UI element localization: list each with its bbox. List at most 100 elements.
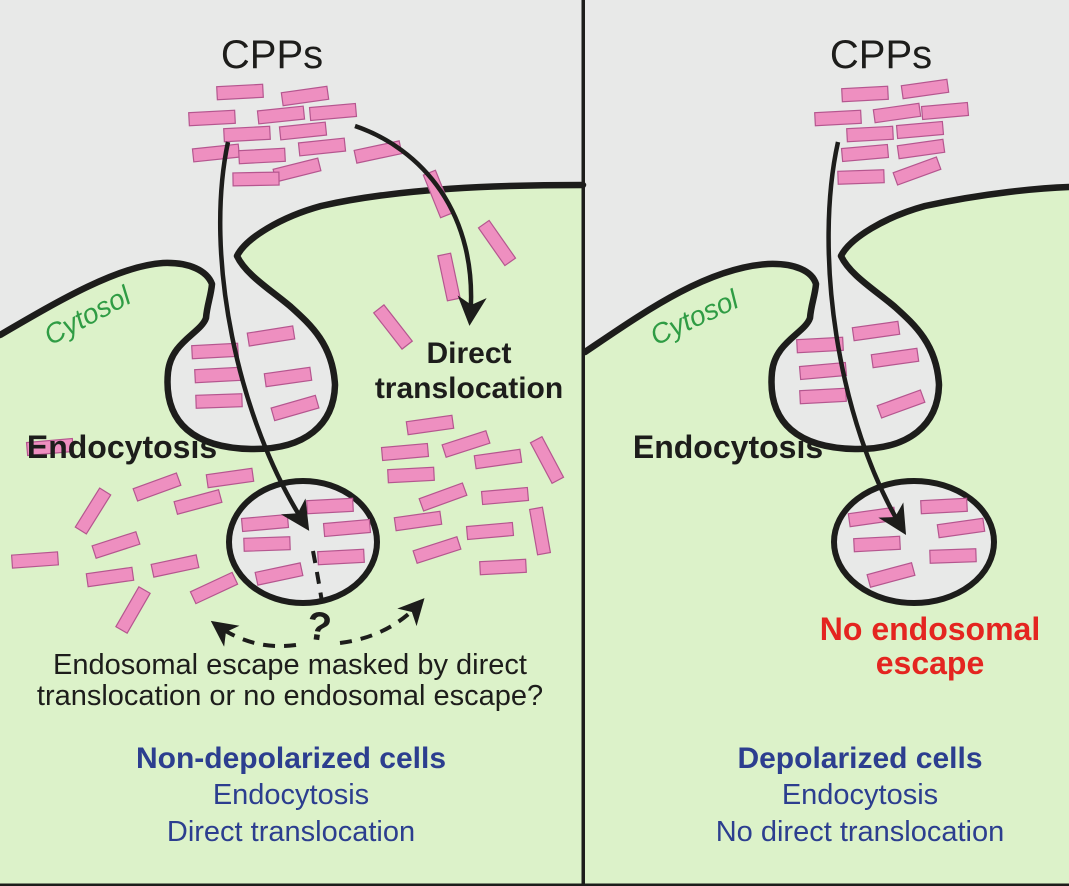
cpp-peptide	[851, 320, 901, 342]
cpp-peptide	[85, 566, 135, 588]
cpp-peptide	[477, 219, 517, 267]
endocytosis-label: Endocytosis	[633, 429, 823, 465]
cpp-peptide	[232, 171, 280, 187]
cpps-title: CPPs	[221, 33, 323, 77]
cpp-peptide	[74, 487, 112, 535]
cpp-peptide	[437, 252, 461, 302]
cpp-peptide	[936, 517, 986, 539]
cpp-peptide	[263, 366, 313, 388]
cpp-peptide	[892, 156, 942, 186]
cpp-in-cytosol	[10, 414, 565, 634]
cpp-peptide	[223, 125, 271, 143]
summary-line2: No direct translocation	[716, 816, 1005, 848]
cpp-peptide	[896, 138, 946, 160]
summary-line1: Endocytosis	[213, 779, 369, 811]
cpp-peptide	[796, 336, 844, 354]
cpp-peptide	[188, 109, 236, 127]
endocytosis-label: Endocytosis	[27, 429, 217, 465]
cpp-in-endocytic-pit	[191, 325, 320, 422]
cpp-peptide	[243, 536, 291, 552]
cpp-in-endocytic-pit	[796, 320, 926, 419]
cpp-peptide	[841, 85, 889, 103]
cpp-peptide	[205, 467, 255, 489]
cpp-peptide	[528, 506, 552, 556]
cpp-peptide	[480, 486, 530, 506]
cpp-peptide	[441, 429, 491, 459]
escape-dashed-arrow-left	[210, 620, 297, 649]
direct-translocation-label-line2: translocation	[375, 372, 563, 405]
cpp-peptide	[853, 535, 901, 553]
no-endosomal-escape-line1: No endosomal	[820, 611, 1040, 647]
caption-line2: translocation or no endosomal escape?	[37, 680, 543, 712]
cpp-peptide	[876, 389, 926, 419]
cpp-peptide	[322, 518, 372, 538]
cpp-peptide	[189, 571, 239, 605]
panel-non-depolarized: CPPs Cytosol Endocytosis Direct transloc…	[0, 33, 587, 886]
cpp-cluster	[814, 78, 970, 186]
cpp-peptide	[837, 169, 885, 185]
cpp-peptide	[529, 435, 565, 485]
cpp-peptide	[405, 414, 455, 436]
endosomal-escape-dashed-line	[311, 550, 324, 603]
summary-line2: Direct translocation	[167, 816, 415, 848]
cpp-peptide	[920, 497, 968, 515]
cpp-peptide	[920, 101, 970, 121]
cpp-peptide	[380, 442, 430, 462]
cpp-peptide	[173, 489, 223, 515]
cpp-peptide	[473, 448, 523, 470]
cytosol-region	[585, 187, 1069, 886]
cpp-peptide	[254, 562, 304, 586]
cpp-peptide	[798, 361, 848, 381]
cpp-peptide	[393, 510, 443, 532]
direct-translocation-label-line1: Direct	[426, 337, 511, 370]
cpp-peptide	[194, 366, 242, 384]
cpps-title: CPPs	[830, 33, 932, 77]
cpp-peptide	[308, 102, 358, 122]
cpp-peptide	[150, 554, 200, 578]
cpp-peptide	[929, 548, 977, 564]
cpp-peptide	[900, 78, 950, 100]
cpp-peptide	[191, 342, 239, 360]
escape-dashed-arrow-right	[339, 598, 425, 645]
cpp-peptide	[372, 304, 414, 350]
cpp-peptide	[216, 83, 264, 101]
cpp-peptide	[387, 466, 435, 484]
plasma-membrane	[581, 183, 1069, 453]
cpp-peptide	[866, 562, 916, 588]
cpp-peptide	[840, 143, 890, 163]
panel-depolarized: CPPs Cytosol Endocytosis No endosomal es…	[581, 33, 1069, 886]
cpp-peptide	[10, 551, 60, 569]
summary-line1: Endocytosis	[782, 779, 938, 811]
cpp-peptide	[465, 521, 515, 541]
cpp-peptide	[799, 387, 847, 405]
cpp-peptide	[25, 437, 75, 457]
cpp-peptide	[278, 121, 328, 141]
summary-heading: Non-depolarized cells	[136, 742, 446, 775]
cpp-peptide	[846, 125, 894, 143]
cpp-peptide	[418, 482, 468, 512]
cpp-peptide	[412, 535, 462, 565]
cpp-peptide	[479, 558, 527, 576]
cpp-peptide	[317, 548, 365, 566]
cpp-translocating	[372, 169, 517, 350]
cpp-peptide	[246, 325, 296, 347]
direct-translocation-arrow	[354, 123, 487, 326]
cpp-peptide	[895, 120, 945, 140]
endocytosis-arrow	[218, 141, 310, 531]
cpp-peptide	[238, 147, 286, 165]
panel-divider	[581, 0, 585, 886]
cpp-peptide	[814, 109, 862, 127]
bottom-border	[0, 883, 1069, 886]
no-endosomal-escape-line2: escape	[876, 645, 985, 681]
cpp-peptide	[195, 393, 243, 409]
cpp-peptide	[132, 472, 182, 502]
cpp-peptide	[280, 85, 330, 107]
question-mark: ?	[304, 604, 334, 651]
cpp-peptide	[91, 530, 141, 560]
cpp-peptide	[270, 394, 320, 422]
cpp-peptide	[297, 137, 347, 157]
cpp-peptide	[306, 497, 354, 515]
summary-heading: Depolarized cells	[737, 742, 982, 775]
